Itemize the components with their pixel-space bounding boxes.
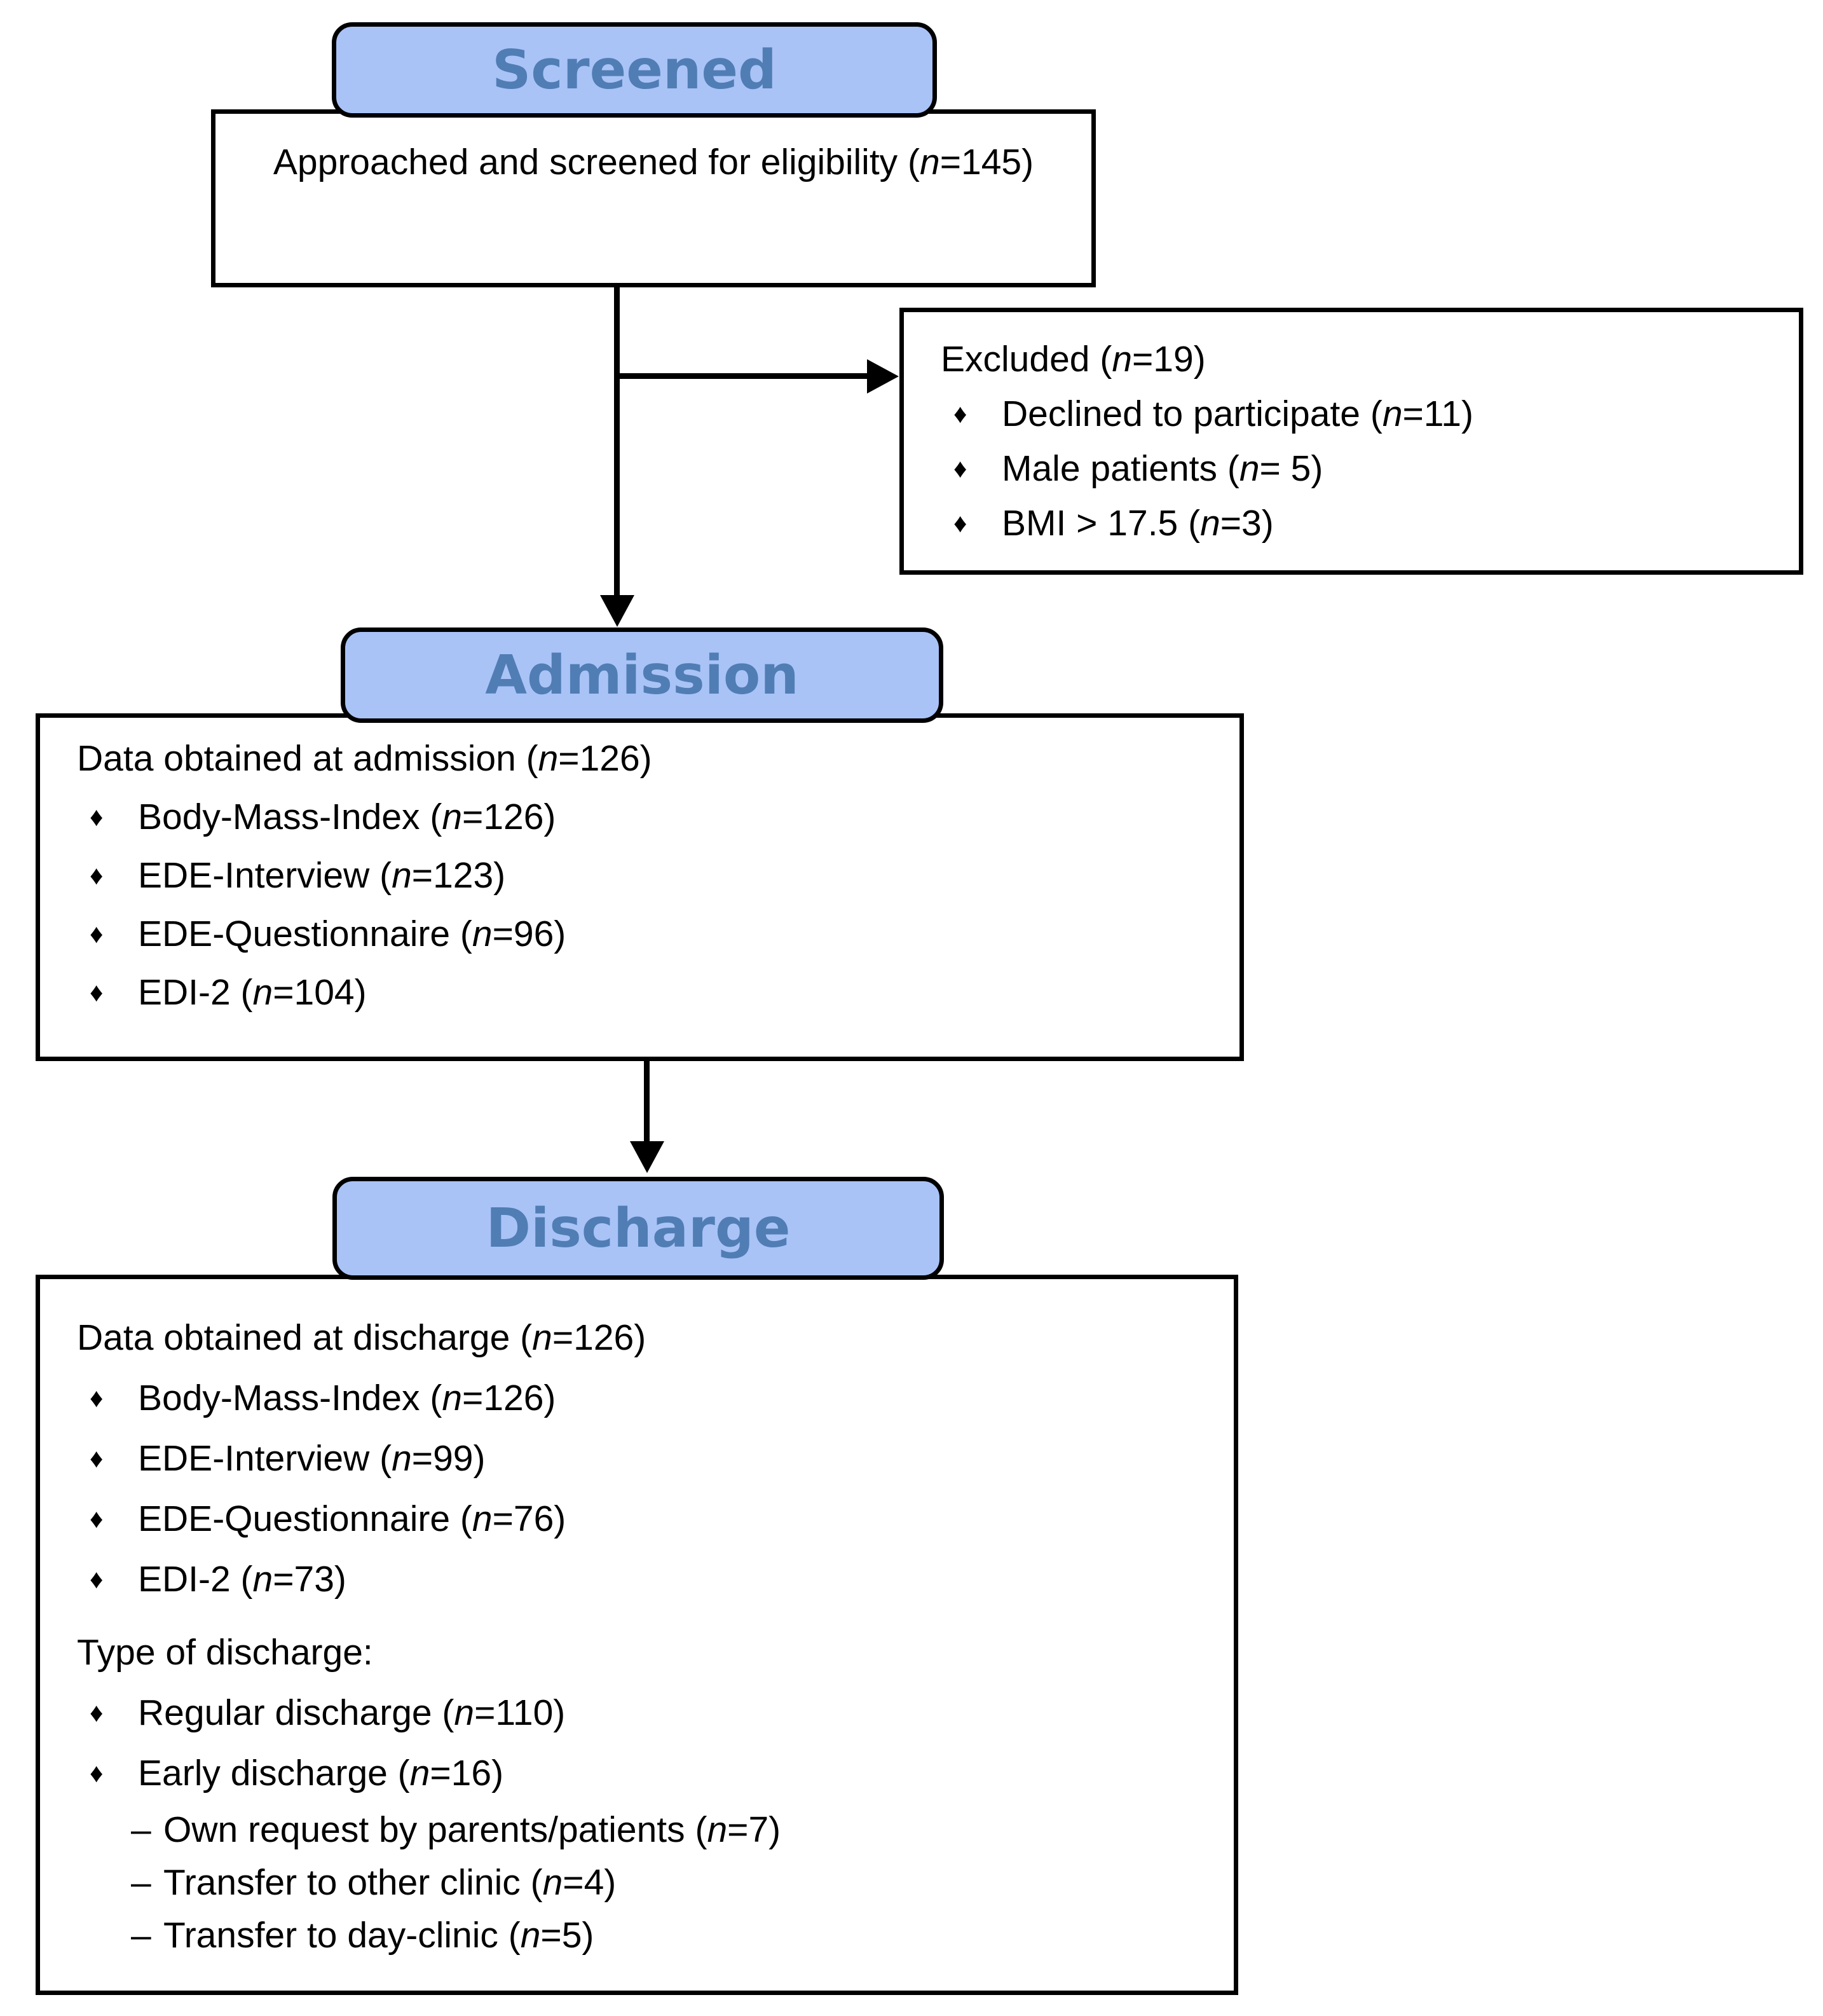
- list-item-text: Type of discharge:: [77, 1631, 373, 1673]
- flow-line-screened-to-admission: [614, 285, 620, 598]
- screened-box: Approached and screened for eligibility …: [211, 109, 1096, 287]
- list-item-text: EDE-Questionnaire (n=76): [138, 1498, 566, 1539]
- diamond-bullet-icon: ♦: [953, 508, 967, 538]
- list-item: ♦ Body-Mass-Index (n=126): [77, 1368, 1221, 1428]
- list-item: ♦ Early discharge (n=16): [77, 1743, 1221, 1803]
- list-item: ♦ EDE-Interview (n=99): [77, 1428, 1221, 1488]
- stage-header-screened: Screened: [332, 22, 937, 118]
- list-item: ♦ Male patients (n= 5): [941, 441, 1786, 496]
- list-item: ♦ BMI > 17.5 (n=3): [941, 496, 1786, 551]
- list-item: –Transfer to other clinic (n=4): [77, 1856, 1221, 1909]
- stage-header-screened-label: Screened: [492, 38, 777, 102]
- list-item: ♦ EDI-2 (n=73): [77, 1549, 1221, 1609]
- stage-header-discharge: Discharge: [332, 1177, 944, 1280]
- diamond-bullet-icon: ♦: [90, 860, 104, 890]
- excluded-box-content: Excluded (n=19) ♦ Declined to participate…: [904, 312, 1799, 551]
- list-item-text: EDI-2 (n=104): [138, 972, 367, 1013]
- diamond-bullet-icon: ♦: [90, 1443, 104, 1473]
- admission-title-text: Data obtained at admission (n=126): [77, 738, 652, 779]
- stage-header-discharge-label: Discharge: [486, 1197, 791, 1260]
- list-item: –Transfer to day-clinic (n=5): [77, 1909, 1221, 1961]
- arrowhead-down-icon: [600, 595, 634, 627]
- list-item-text: Declined to participate (n=11): [1002, 394, 1473, 434]
- dash-bullet-icon: –: [131, 1809, 151, 1850]
- screened-box-text: Approached and screened for eligibility …: [273, 142, 1034, 182]
- diamond-bullet-icon: ♦: [953, 399, 967, 429]
- list-item-text: EDE-Interview (n=99): [138, 1437, 486, 1479]
- diamond-bullet-icon: ♦: [953, 453, 967, 483]
- stage-header-admission: Admission: [341, 627, 943, 723]
- dash-bullet-icon: –: [131, 1914, 151, 1956]
- arrowhead-right-icon: [867, 359, 899, 394]
- admission-box-content: Data obtained at admission (n=126) ♦ Body…: [40, 718, 1239, 1022]
- list-item-text: EDE-Questionnaire (n=96): [138, 914, 566, 954]
- list-item-text: Transfer to other clinic (n=4): [163, 1862, 617, 1903]
- list-item-text: Body-Mass-Index (n=126): [138, 1377, 556, 1418]
- list-item: –Own request by parents/patients (n=7): [77, 1803, 1221, 1856]
- excluded-title-text: Excluded (n=19): [941, 339, 1206, 380]
- excluded-item-list: ♦ Declined to participate (n=11) ♦ Male pat…: [941, 387, 1786, 551]
- stage-header-admission-label: Admission: [485, 643, 799, 707]
- list-item-text: BMI > 17.5 (n=3): [1002, 503, 1274, 544]
- discharge-box: Data obtained at discharge (n=126) ♦ Body…: [36, 1275, 1238, 1995]
- flow-line-admission-to-discharge: [644, 1061, 650, 1144]
- list-item-text: EDE-Interview (n=123): [138, 855, 506, 896]
- admission-item-list: ♦ Body-Mass-Index (n=126) ♦ EDE-Interview (…: [77, 788, 1227, 1022]
- discharge-title: Data obtained at discharge (n=126): [77, 1307, 1221, 1368]
- arrowhead-down-icon: [630, 1141, 664, 1173]
- admission-title: Data obtained at admission (n=126): [77, 729, 1227, 788]
- diamond-bullet-icon: ♦: [90, 977, 104, 1007]
- list-item-text: Regular discharge (n=110): [138, 1692, 566, 1733]
- list-item: Type of discharge:: [77, 1622, 1221, 1682]
- discharge-item-list: ♦ Body-Mass-Index (n=126) ♦ EDE-Interview (…: [77, 1368, 1221, 1961]
- flow-line-screened-to-excluded: [614, 373, 870, 379]
- diamond-bullet-icon: ♦: [90, 1382, 104, 1413]
- list-item: ♦ EDE-Questionnaire (n=76): [77, 1488, 1221, 1549]
- diamond-bullet-icon: ♦: [90, 919, 104, 949]
- list-item: ♦ EDE-Questionnaire (n=96): [77, 905, 1227, 963]
- list-item-text: Early discharge (n=16): [138, 1752, 504, 1793]
- list-item-text: Body-Mass-Index (n=126): [138, 797, 556, 837]
- list-item-text: Transfer to day-clinic (n=5): [163, 1914, 594, 1956]
- diamond-bullet-icon: ♦: [90, 1563, 104, 1594]
- dash-bullet-icon: –: [131, 1862, 151, 1903]
- list-item-text: EDI-2 (n=73): [138, 1558, 346, 1600]
- diamond-bullet-icon: ♦: [90, 1757, 104, 1788]
- diamond-bullet-icon: ♦: [90, 1503, 104, 1533]
- diamond-bullet-icon: ♦: [90, 1697, 104, 1727]
- list-item-text: Own request by parents/patients (n=7): [163, 1809, 781, 1850]
- excluded-box: Excluded (n=19) ♦ Declined to participate…: [899, 308, 1803, 575]
- list-item-text: Male patients (n= 5): [1002, 448, 1323, 489]
- list-item: ♦ Regular discharge (n=110): [77, 1682, 1221, 1743]
- list-item: ♦ EDE-Interview (n=123): [77, 846, 1227, 905]
- list-item: ♦ Declined to participate (n=11): [941, 387, 1786, 441]
- discharge-box-content: Data obtained at discharge (n=126) ♦ Body…: [40, 1279, 1234, 1961]
- excluded-title: Excluded (n=19): [941, 332, 1786, 387]
- admission-box: Data obtained at admission (n=126) ♦ Body…: [36, 713, 1244, 1061]
- list-item: ♦ EDI-2 (n=104): [77, 963, 1227, 1022]
- discharge-title-text: Data obtained at discharge (n=126): [77, 1317, 646, 1358]
- diamond-bullet-icon: ♦: [90, 802, 104, 832]
- list-item: ♦ Body-Mass-Index (n=126): [77, 788, 1227, 846]
